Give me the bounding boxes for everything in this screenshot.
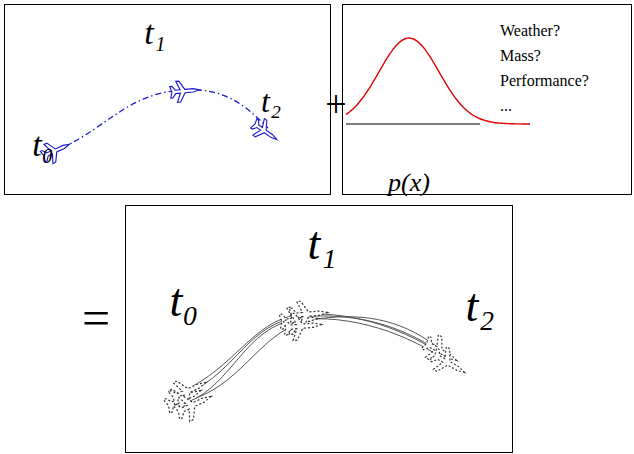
panel-box: t₀ t₁ t₂ [4, 4, 331, 195]
axis-line [346, 123, 480, 124]
trajectory-line [62, 90, 268, 148]
aircraft-icon [38, 79, 282, 166]
panel-box: p(x) Weather? Mass? Performance? ... [342, 4, 632, 195]
time-label: t₂ [466, 283, 495, 329]
time-label: t₁ [308, 221, 337, 267]
operator-sign: = [82, 293, 110, 343]
factor-list: Weather? Mass? Performance? ... [500, 18, 589, 118]
time-label: p(x) [388, 170, 430, 196]
trajectory-bundle [188, 314, 448, 402]
aircraft-icon [161, 299, 471, 425]
operator-sign: + [325, 85, 346, 123]
time-label: t₀ [170, 278, 199, 324]
time-label: t₁ [144, 16, 165, 50]
panel-box: t₁ t₀ t₂ [125, 205, 513, 453]
time-label: t₂ [261, 85, 281, 117]
time-label: t₀ [32, 128, 53, 162]
